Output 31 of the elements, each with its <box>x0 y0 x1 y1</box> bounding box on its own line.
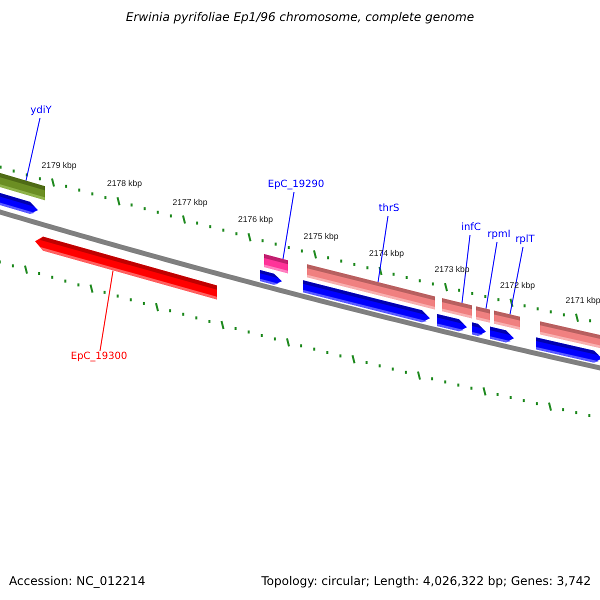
gene-feature-bar <box>303 280 430 322</box>
scale-label: 2176 kbp <box>238 215 273 225</box>
leader-line <box>282 192 294 260</box>
gene-label: ydiY <box>30 105 52 116</box>
genome-info-text: Topology: circular; Length: 4,026,322 bp; Genes: 3,742 <box>261 575 591 588</box>
gene-label: EpC_19290 <box>268 179 324 190</box>
gene-label: infC <box>461 222 481 233</box>
gene-label: rplT <box>515 234 535 245</box>
scale-label: 2177 kbp <box>172 198 208 207</box>
gene-feature-bar <box>476 306 490 323</box>
scale-label: 2178 kbp <box>107 179 142 189</box>
gene-label: rpmI <box>487 229 511 240</box>
gene-feature-bar <box>35 236 217 300</box>
gene-feature-bar <box>536 337 600 363</box>
gene-feature-bar <box>260 270 282 285</box>
gene-feature-bar <box>442 298 472 318</box>
scale-label: 2171 kbp <box>566 296 600 306</box>
accession-text: Accession: NC_012214 <box>9 575 146 588</box>
gene-feature-bar <box>264 254 288 274</box>
gene-feature-bar <box>0 192 38 214</box>
leader-line <box>26 118 40 182</box>
gene-label: EpC_19300 <box>70 351 128 362</box>
gene-feature-bar <box>437 314 467 332</box>
leader-line <box>100 270 114 352</box>
gene-feature-bar <box>490 326 514 342</box>
gene-feature-bar <box>472 322 486 336</box>
gene-feature-bar <box>494 310 520 330</box>
gene-label: thrS <box>378 203 400 214</box>
scale-label: 2175 kbp <box>304 232 338 242</box>
diagram-title: Erwinia pyrifoliae Ep1/96 chromosome, complete genome <box>126 11 474 24</box>
scale-label: 2179 kbp <box>42 160 76 170</box>
